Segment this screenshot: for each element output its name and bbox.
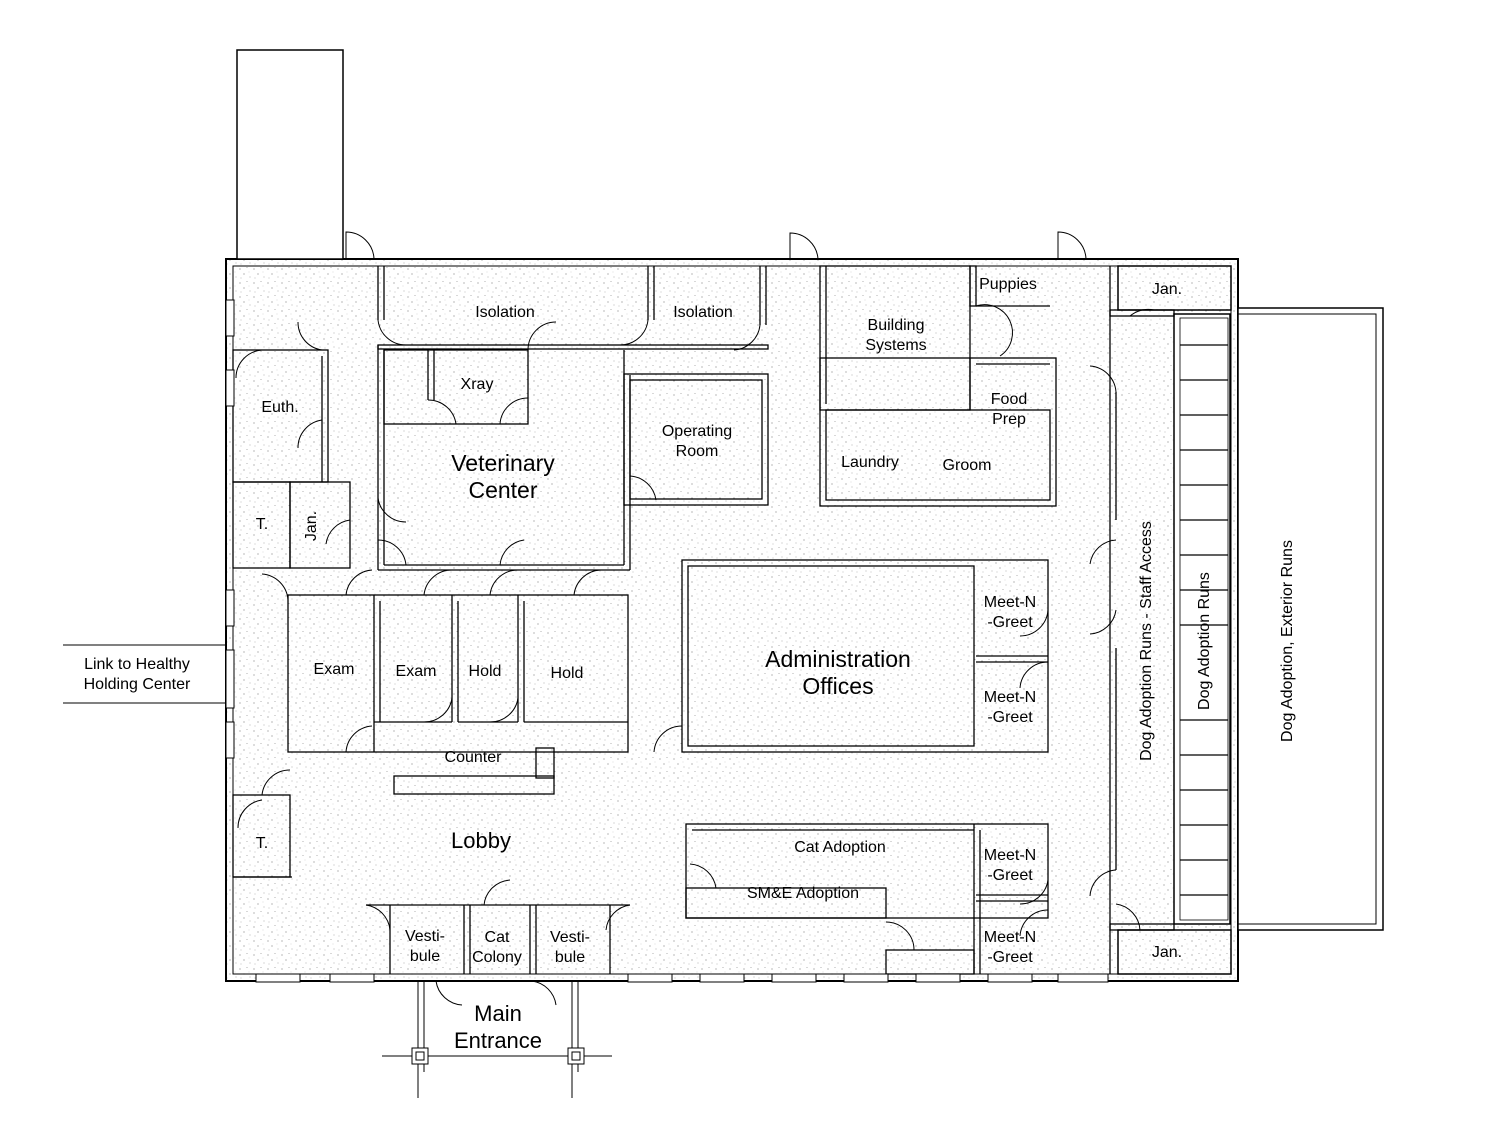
label-isolation-right: Isolation <box>673 304 733 321</box>
label-operating-1: Operating <box>662 423 732 440</box>
label-toilet-lower: T. <box>256 835 268 852</box>
exterior-runs-area <box>1237 307 1384 931</box>
label-euth: Euth. <box>261 399 298 416</box>
label-vest-left-2: bule <box>410 948 440 965</box>
label-admin-2: Offices <box>802 673 873 699</box>
windows <box>225 299 1109 983</box>
entrance-canopy <box>382 981 612 1098</box>
label-main-entrance-2: Entrance <box>454 1028 542 1053</box>
building-floor <box>225 258 1239 982</box>
label-exam-1: Exam <box>314 661 355 678</box>
label-counter: Counter <box>445 749 503 766</box>
label-groom: Groom <box>943 457 992 474</box>
label-cat-adoption: Cat Adoption <box>794 839 886 856</box>
link-corridor <box>63 644 226 704</box>
label-exam-2: Exam <box>396 663 437 680</box>
label-link-2: Holding Center <box>84 676 191 693</box>
label-main-entrance-1: Main <box>474 1001 522 1026</box>
label-isolation-left: Isolation <box>475 304 535 321</box>
label-hold-1: Hold <box>469 663 502 680</box>
label-jan-top: Jan. <box>1152 281 1182 298</box>
tower-block <box>236 49 344 260</box>
label-vest-right-1: Vesti- <box>550 929 590 946</box>
label-meet-4a: Meet-N <box>984 929 1036 946</box>
door-swings <box>235 231 1155 1006</box>
jan-bottom-room <box>1117 929 1232 975</box>
label-meet-2a: Meet-N <box>984 689 1036 706</box>
label-meet-3a: Meet-N <box>984 847 1036 864</box>
label-cat-colony-1: Cat <box>485 929 510 946</box>
label-staff-access: Dog Adoption Runs - Staff Access <box>1138 521 1155 761</box>
label-puppies: Puppies <box>979 276 1037 293</box>
label-building-systems-1: Building <box>868 317 925 334</box>
label-vest-right-2: bule <box>555 949 585 966</box>
label-laundry: Laundry <box>841 454 899 471</box>
interior-walls <box>232 265 1175 975</box>
label-lobby: Lobby <box>451 828 511 853</box>
label-vest-left-1: Vesti- <box>405 928 445 945</box>
label-food-prep-1: Food <box>991 391 1027 408</box>
label-sme-adoption: SM&E Adoption <box>747 885 859 902</box>
room-labels: Isolation Isolation Building Systems Pup… <box>84 276 1296 1053</box>
label-hold-2: Hold <box>551 665 584 682</box>
label-toilet-upper: T. <box>256 516 268 533</box>
jan-top-room <box>1117 265 1232 311</box>
label-dog-runs: Dog Adoption Runs <box>1196 572 1213 710</box>
label-exterior-runs: Dog Adoption, Exterior Runs <box>1279 540 1296 742</box>
label-food-prep-2: Prep <box>992 411 1026 428</box>
label-meet-1b: -Greet <box>987 614 1033 631</box>
label-meet-3b: -Greet <box>987 867 1033 884</box>
label-operating-2: Room <box>676 443 719 460</box>
label-cat-colony-2: Colony <box>472 949 522 966</box>
label-link-1: Link to Healthy <box>84 656 190 673</box>
label-xray: Xray <box>461 376 494 393</box>
label-building-systems-2: Systems <box>865 337 926 354</box>
label-vet-center-1: Veterinary <box>451 450 555 476</box>
label-jan-bottom: Jan. <box>1152 944 1182 961</box>
label-vet-center-2: Center <box>468 477 537 503</box>
dog-adoption-runs-area <box>1173 313 1231 925</box>
label-jan-left: Jan. <box>303 511 320 541</box>
label-admin-1: Administration <box>765 646 911 672</box>
label-meet-2b: -Greet <box>987 709 1033 726</box>
label-meet-1a: Meet-N <box>984 594 1036 611</box>
dog-run-dividers <box>1180 344 1228 896</box>
label-meet-4b: -Greet <box>987 949 1033 966</box>
